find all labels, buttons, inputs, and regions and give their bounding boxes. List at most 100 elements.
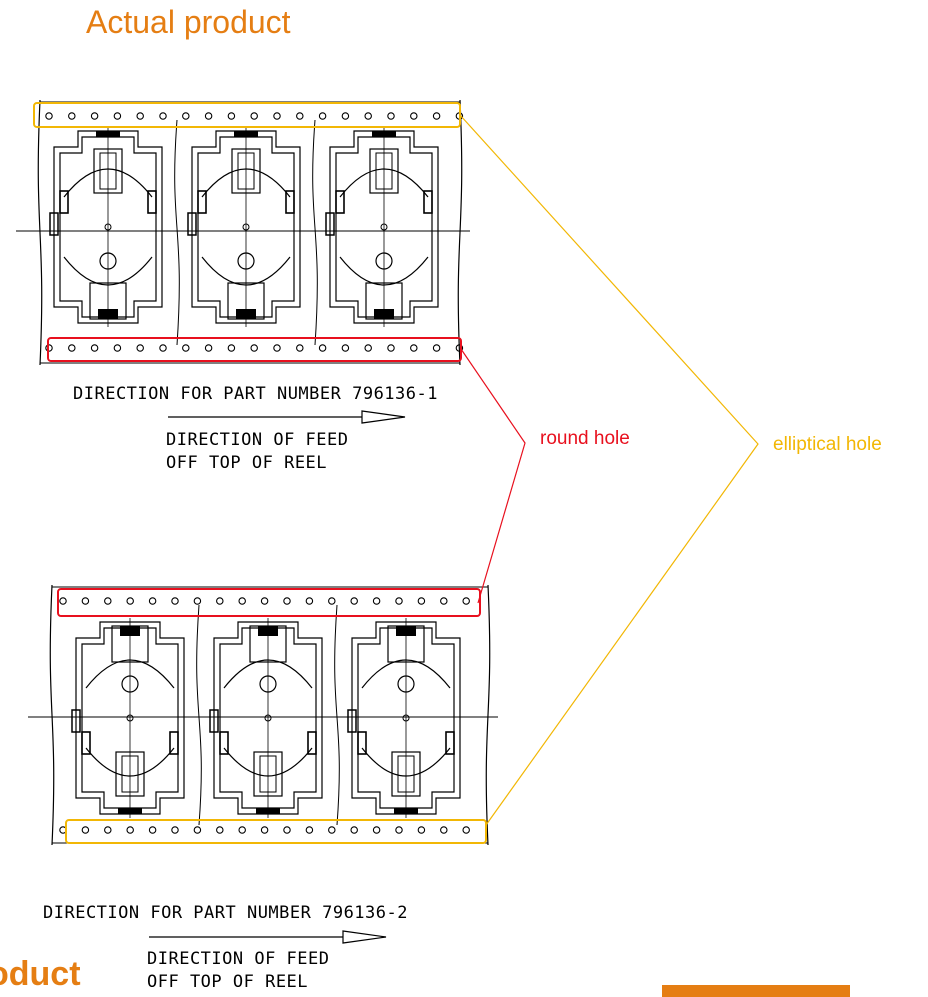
pocket <box>71 618 185 818</box>
sprocket-hole <box>417 826 426 834</box>
feed-reel-label-2: OFF TOP OF REEL <box>147 972 309 992</box>
sprocket-hole <box>395 826 403 834</box>
round-hole-label: round hole <box>540 428 630 449</box>
sprocket-hole <box>455 344 464 352</box>
sprocket-hole <box>387 344 395 352</box>
sprocket-hole <box>59 597 67 605</box>
sprocket-hole <box>283 597 291 605</box>
sprocket-hole <box>350 597 358 605</box>
pocket <box>347 618 461 818</box>
sprocket-hole <box>45 112 53 120</box>
sprocket-hole <box>432 112 441 120</box>
sprocket-hole <box>227 112 236 120</box>
sprocket-hole <box>113 344 122 352</box>
round-hole-leader <box>460 348 526 604</box>
sprocket-hole <box>148 597 157 605</box>
tape-left-edge <box>49 584 55 846</box>
sprocket-hole <box>126 597 134 605</box>
sprocket-hole <box>296 344 304 352</box>
sprocket-hole <box>250 344 258 352</box>
pocket <box>187 127 301 327</box>
page-title: Actual product <box>86 4 291 40</box>
pocket-separator <box>196 604 202 826</box>
round-hole-box-bottom <box>57 588 481 617</box>
sprocket-hole <box>462 597 470 605</box>
sprocket-hole <box>68 112 76 120</box>
sprocket-hole <box>296 112 304 120</box>
sprocket-hole <box>182 344 190 352</box>
sprocket-hole <box>318 344 327 352</box>
sprocket-hole <box>328 597 336 605</box>
sprocket-hole <box>68 344 76 352</box>
sprocket-hole <box>462 826 470 834</box>
carrier-tape-796136-1 <box>16 99 470 366</box>
sprocket-hole <box>440 597 448 605</box>
sprocket-hole <box>171 597 179 605</box>
pocket <box>209 618 323 818</box>
pocket-separator <box>312 119 318 346</box>
sprocket-hole <box>216 826 224 834</box>
sprocket-hole <box>364 344 372 352</box>
sprocket-hole <box>387 112 395 120</box>
sprocket-hole <box>364 112 372 120</box>
pocket <box>325 127 439 327</box>
sprocket-hole <box>193 826 202 834</box>
sprocket-hole <box>113 112 122 120</box>
sprocket-hole <box>440 826 448 834</box>
sprocket-hole <box>216 597 224 605</box>
pocket <box>49 127 163 327</box>
sprocket-hole <box>250 112 258 120</box>
sprocket-hole <box>318 112 327 120</box>
sprocket-hole <box>238 597 246 605</box>
part-direction-label-2: DIRECTION FOR PART NUMBER 796136-2 <box>43 903 408 923</box>
feed-direction-label-1: DIRECTION OF FEED <box>166 430 349 450</box>
tape-right-edge <box>457 99 463 366</box>
pocket-separator <box>174 119 180 346</box>
sprocket-hole <box>341 344 350 352</box>
round-hole-box-top <box>47 337 462 362</box>
sprocket-hole <box>136 112 144 120</box>
sprocket-hole <box>171 826 179 834</box>
sprocket-hole <box>305 826 314 834</box>
feed-direction-label-2: DIRECTION OF FEED <box>147 949 330 969</box>
orange-bar <box>662 985 850 997</box>
sprocket-hole <box>432 344 441 352</box>
sprocket-hole <box>204 112 213 120</box>
sprocket-hole <box>104 826 112 834</box>
feed-arrowhead-1 <box>361 410 406 424</box>
tape-left-edge <box>37 99 43 366</box>
sprocket-hole <box>81 597 90 605</box>
sprocket-hole <box>159 344 167 352</box>
elliptical-hole-box-bottom <box>65 819 487 844</box>
pocket-separator <box>334 604 340 826</box>
feed-reel-label-1: OFF TOP OF REEL <box>166 453 328 473</box>
sprocket-hole <box>104 597 112 605</box>
sprocket-hole <box>193 597 202 605</box>
sprocket-hole <box>372 597 381 605</box>
sprocket-hole <box>227 344 236 352</box>
sprocket-hole <box>182 112 190 120</box>
sprocket-hole <box>350 826 358 834</box>
sprocket-hole <box>410 344 418 352</box>
callout-lines <box>33 102 759 944</box>
sprocket-hole <box>136 344 144 352</box>
sprocket-hole <box>204 344 213 352</box>
sprocket-hole <box>410 112 418 120</box>
sprocket-hole <box>126 826 134 834</box>
sprocket-hole <box>372 826 381 834</box>
tape-right-edge <box>485 584 491 846</box>
sprocket-hole <box>148 826 157 834</box>
sprocket-hole <box>159 112 167 120</box>
sprocket-hole <box>305 597 314 605</box>
elliptical-hole-leader <box>459 114 759 826</box>
sprocket-hole <box>260 597 269 605</box>
sprocket-hole <box>90 112 99 120</box>
cut-off-heading: oduct <box>0 955 81 993</box>
sprocket-hole <box>81 826 90 834</box>
sprocket-hole <box>395 597 403 605</box>
part-direction-label-1: DIRECTION FOR PART NUMBER 796136-1 <box>73 384 438 404</box>
sprocket-hole <box>417 597 426 605</box>
sprocket-hole <box>90 344 99 352</box>
sprocket-hole <box>238 826 246 834</box>
